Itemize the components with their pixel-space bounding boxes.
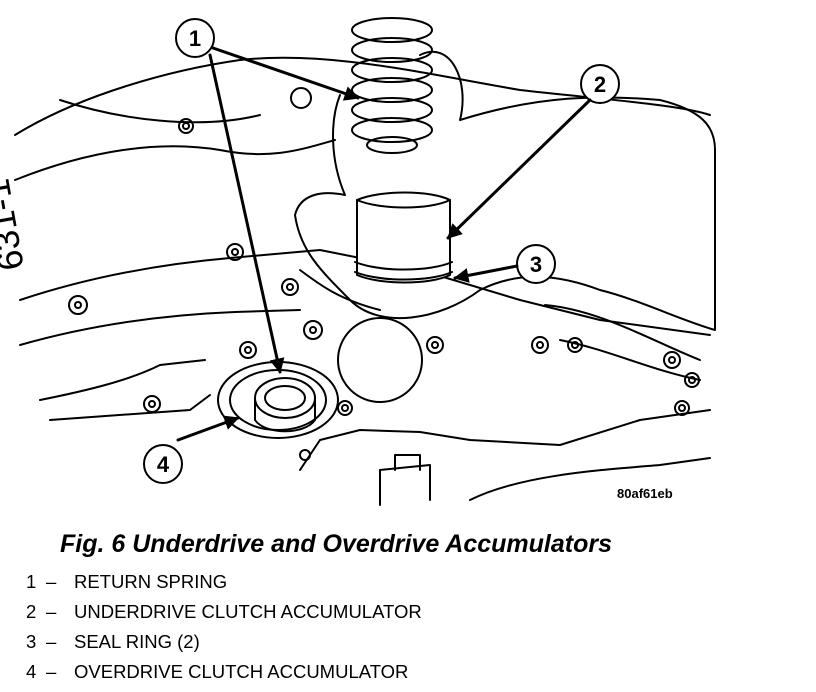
callout-1-label: 1 [189, 26, 201, 51]
figure-reference-code: 80af61eb [617, 486, 673, 501]
callout-2-label: 2 [594, 72, 606, 97]
underdrive-clutch-accumulator [354, 191, 453, 284]
overdrive-accumulator-bore [217, 361, 339, 439]
legend-label: SEAL RING (2) [74, 631, 200, 652]
figure-caption: Fig. 6 Underdrive and Overdrive Accumula… [60, 530, 613, 558]
legend-separator: – [46, 571, 57, 592]
legend-item: 3–SEAL RING (2) [26, 627, 422, 657]
legend-number: 1 [26, 571, 37, 592]
callout-3-circle [516, 244, 556, 284]
legend-separator: – [46, 661, 57, 682]
legend-label: OVERDRIVE CLUTCH ACCUMULATOR [74, 661, 409, 682]
legend-item: 2–UNDERDRIVE CLUTCH ACCUMULATOR [26, 597, 422, 627]
legend-item: 1–RETURN SPRING [26, 567, 422, 597]
casting-number: 631-1 [0, 176, 32, 274]
legend-item: 4–OVERDRIVE CLUTCH ACCUMULATOR [26, 657, 422, 687]
legend-number: 2 [26, 601, 37, 622]
return-spring [351, 17, 433, 154]
legend-label: UNDERDRIVE CLUTCH ACCUMULATOR [74, 601, 422, 622]
valve-body-outline [14, 56, 711, 136]
callout-1-circle [175, 18, 215, 58]
legend-separator: – [46, 601, 57, 622]
leader-arrow-1b [208, 53, 285, 374]
leader-arrow-3 [453, 264, 519, 283]
hand-outline [294, 50, 716, 331]
accumulator-illustration: 631-1 1 2 3 4 [0, 17, 716, 506]
legend-number: 4 [26, 661, 37, 682]
callout-3-label: 3 [530, 252, 542, 277]
legend-separator: – [46, 631, 57, 652]
overdrive-accumulator [254, 377, 316, 419]
leader-arrow-2 [446, 98, 592, 240]
callout-2-circle [580, 64, 620, 104]
leader-arrow-1a [211, 46, 360, 101]
legend-list: 1–RETURN SPRING 2–UNDERDRIVE CLUTCH ACCU… [26, 567, 422, 687]
legend-label: RETURN SPRING [74, 571, 228, 592]
legend-number: 3 [26, 631, 37, 652]
leader-arrow-4 [176, 415, 240, 442]
callout-4-label: 4 [157, 452, 170, 477]
callout-4-circle [143, 444, 183, 484]
